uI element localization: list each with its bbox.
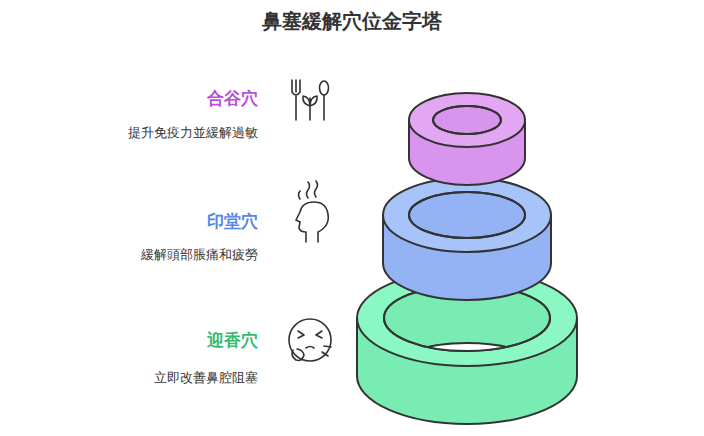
head-icon [296, 181, 328, 242]
ring-shape [100, 266, 600, 434]
utensil-icon [292, 80, 329, 120]
pyramid-tier: 印堂穴緩解頭部脹痛和疲勞 [100, 172, 600, 304]
pyramid-tier: 合谷穴提升免疫力並緩解過敏 [100, 78, 600, 200]
pyramid-tier: 迎香穴立即改善鼻腔阻塞 [100, 266, 600, 434]
ring-shape [100, 172, 600, 304]
acupoint-effect: 立即改善鼻腔阻塞 [154, 369, 258, 387]
acupoint-effect: 緩解頭部脹痛和疲勞 [141, 246, 258, 264]
acupoint-effect: 提升免疫力並緩解過敏 [128, 124, 258, 142]
acupoint-name: 印堂穴 [207, 210, 258, 233]
sneeze-face-icon [289, 319, 331, 361]
acupoint-name: 合谷穴 [207, 87, 258, 110]
diagram-title: 鼻塞緩解穴位金字塔 [0, 8, 704, 35]
acupoint-name: 迎香穴 [207, 329, 258, 352]
